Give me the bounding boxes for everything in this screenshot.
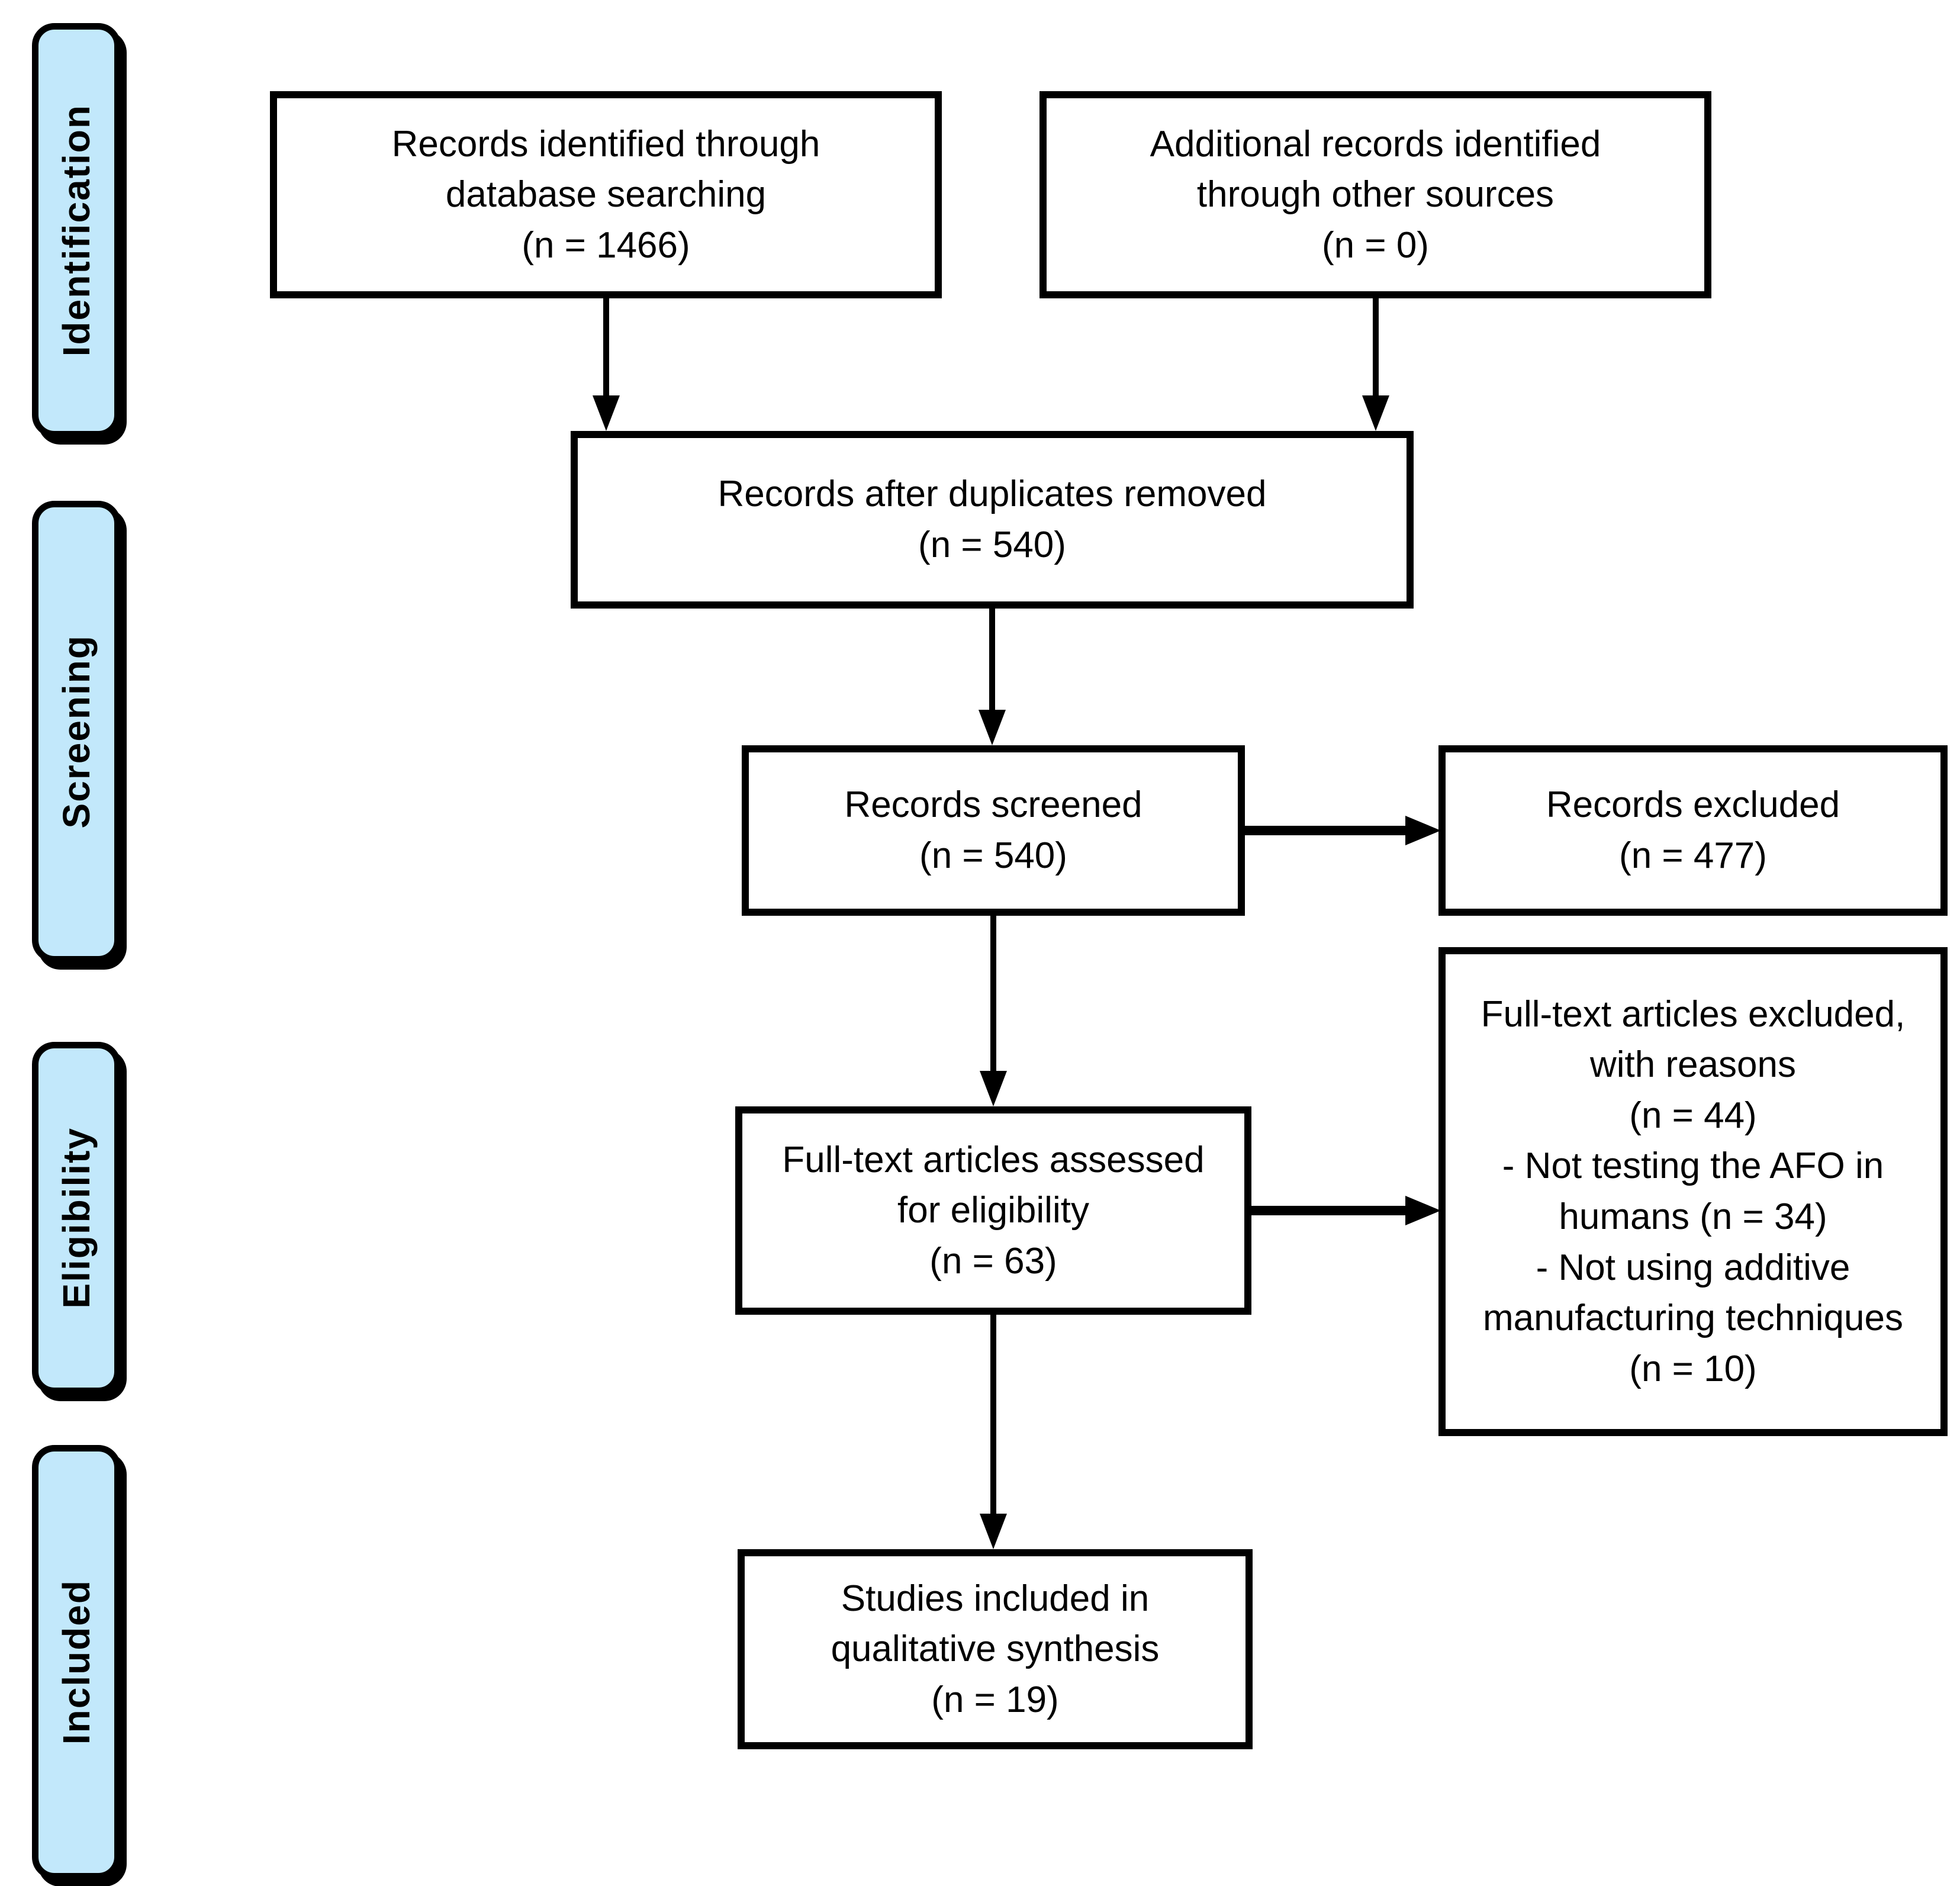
box-text-line: Full-text articles assessed bbox=[782, 1139, 1205, 1180]
box-text-line: Records identified through bbox=[391, 123, 820, 165]
box-text-line: Records screened bbox=[844, 784, 1142, 826]
box-additional-records: Additional records identified through ot… bbox=[1039, 91, 1711, 298]
box-fulltext-assessed: Full-text articles assessed for eligibil… bbox=[735, 1106, 1251, 1315]
box-count-line: (n = 63) bbox=[929, 1240, 1057, 1282]
box-text-line: qualitative synthesis bbox=[831, 1628, 1160, 1670]
box-reason-line: - Not testing the AFO in bbox=[1502, 1145, 1884, 1187]
box-text-line: Studies included in bbox=[841, 1578, 1150, 1619]
box-records-excluded: Records excluded (n = 477) bbox=[1438, 745, 1948, 916]
stage-bar-identification: Identification bbox=[32, 23, 121, 437]
stage-bar-screening: Screening bbox=[32, 501, 121, 963]
box-text-line: Records excluded bbox=[1546, 784, 1840, 826]
box-count-line: (n = 0) bbox=[1322, 224, 1429, 266]
box-text-line: database searching bbox=[445, 174, 767, 215]
box-reason-line: - Not using additive bbox=[1536, 1247, 1850, 1288]
box-count-line: (n = 540) bbox=[919, 835, 1067, 876]
box-records-identified: Records identified through database sear… bbox=[270, 91, 942, 298]
arrow-additional-to-duplicates bbox=[1362, 296, 1389, 431]
box-count-line: (n = 1466) bbox=[522, 224, 690, 266]
box-text-line: Full-text articles excluded, bbox=[1481, 993, 1906, 1035]
box-reason-line: manufacturing techniques bbox=[1482, 1298, 1903, 1339]
arrow-duplicates-to-screened bbox=[979, 606, 1006, 745]
arrow-fulltext-to-included bbox=[980, 1312, 1007, 1549]
arrow-identified-to-duplicates bbox=[593, 296, 620, 431]
arrow-fulltext-to-fulltext-excluded bbox=[1249, 1196, 1441, 1225]
box-text-line: Records after duplicates removed bbox=[717, 474, 1267, 515]
arrow-screened-to-fulltext bbox=[980, 913, 1007, 1106]
box-fulltext-excluded: Full-text articles excluded, with reason… bbox=[1438, 947, 1948, 1436]
box-count-line: (n = 10) bbox=[1629, 1348, 1757, 1389]
stage-label-included: Included bbox=[55, 1579, 98, 1745]
box-count-line: (n = 44) bbox=[1629, 1095, 1757, 1136]
stage-label-eligibility: Eligibility bbox=[55, 1127, 98, 1309]
box-count-line: (n = 540) bbox=[918, 524, 1066, 565]
stage-bar-eligibility: Eligibility bbox=[32, 1042, 121, 1394]
box-reason-line: humans (n = 34) bbox=[1559, 1196, 1827, 1237]
stage-label-screening: Screening bbox=[55, 635, 98, 829]
arrow-screened-to-excluded bbox=[1243, 816, 1441, 845]
box-duplicates-removed: Records after duplicates removed (n = 54… bbox=[571, 431, 1414, 609]
box-count-line: (n = 19) bbox=[931, 1679, 1059, 1720]
box-count-line: (n = 477) bbox=[1619, 835, 1767, 876]
box-studies-included: Studies included in qualitative synthesi… bbox=[738, 1549, 1253, 1749]
box-records-screened: Records screened (n = 540) bbox=[742, 745, 1245, 916]
box-text-line: Additional records identified bbox=[1150, 123, 1601, 165]
stage-bar-included: Included bbox=[32, 1445, 121, 1879]
stage-label-identification: Identification bbox=[55, 104, 98, 357]
box-text-line: through other sources bbox=[1196, 174, 1555, 215]
box-text-line: for eligibility bbox=[897, 1190, 1089, 1231]
box-text-line: with reasons bbox=[1589, 1044, 1797, 1086]
